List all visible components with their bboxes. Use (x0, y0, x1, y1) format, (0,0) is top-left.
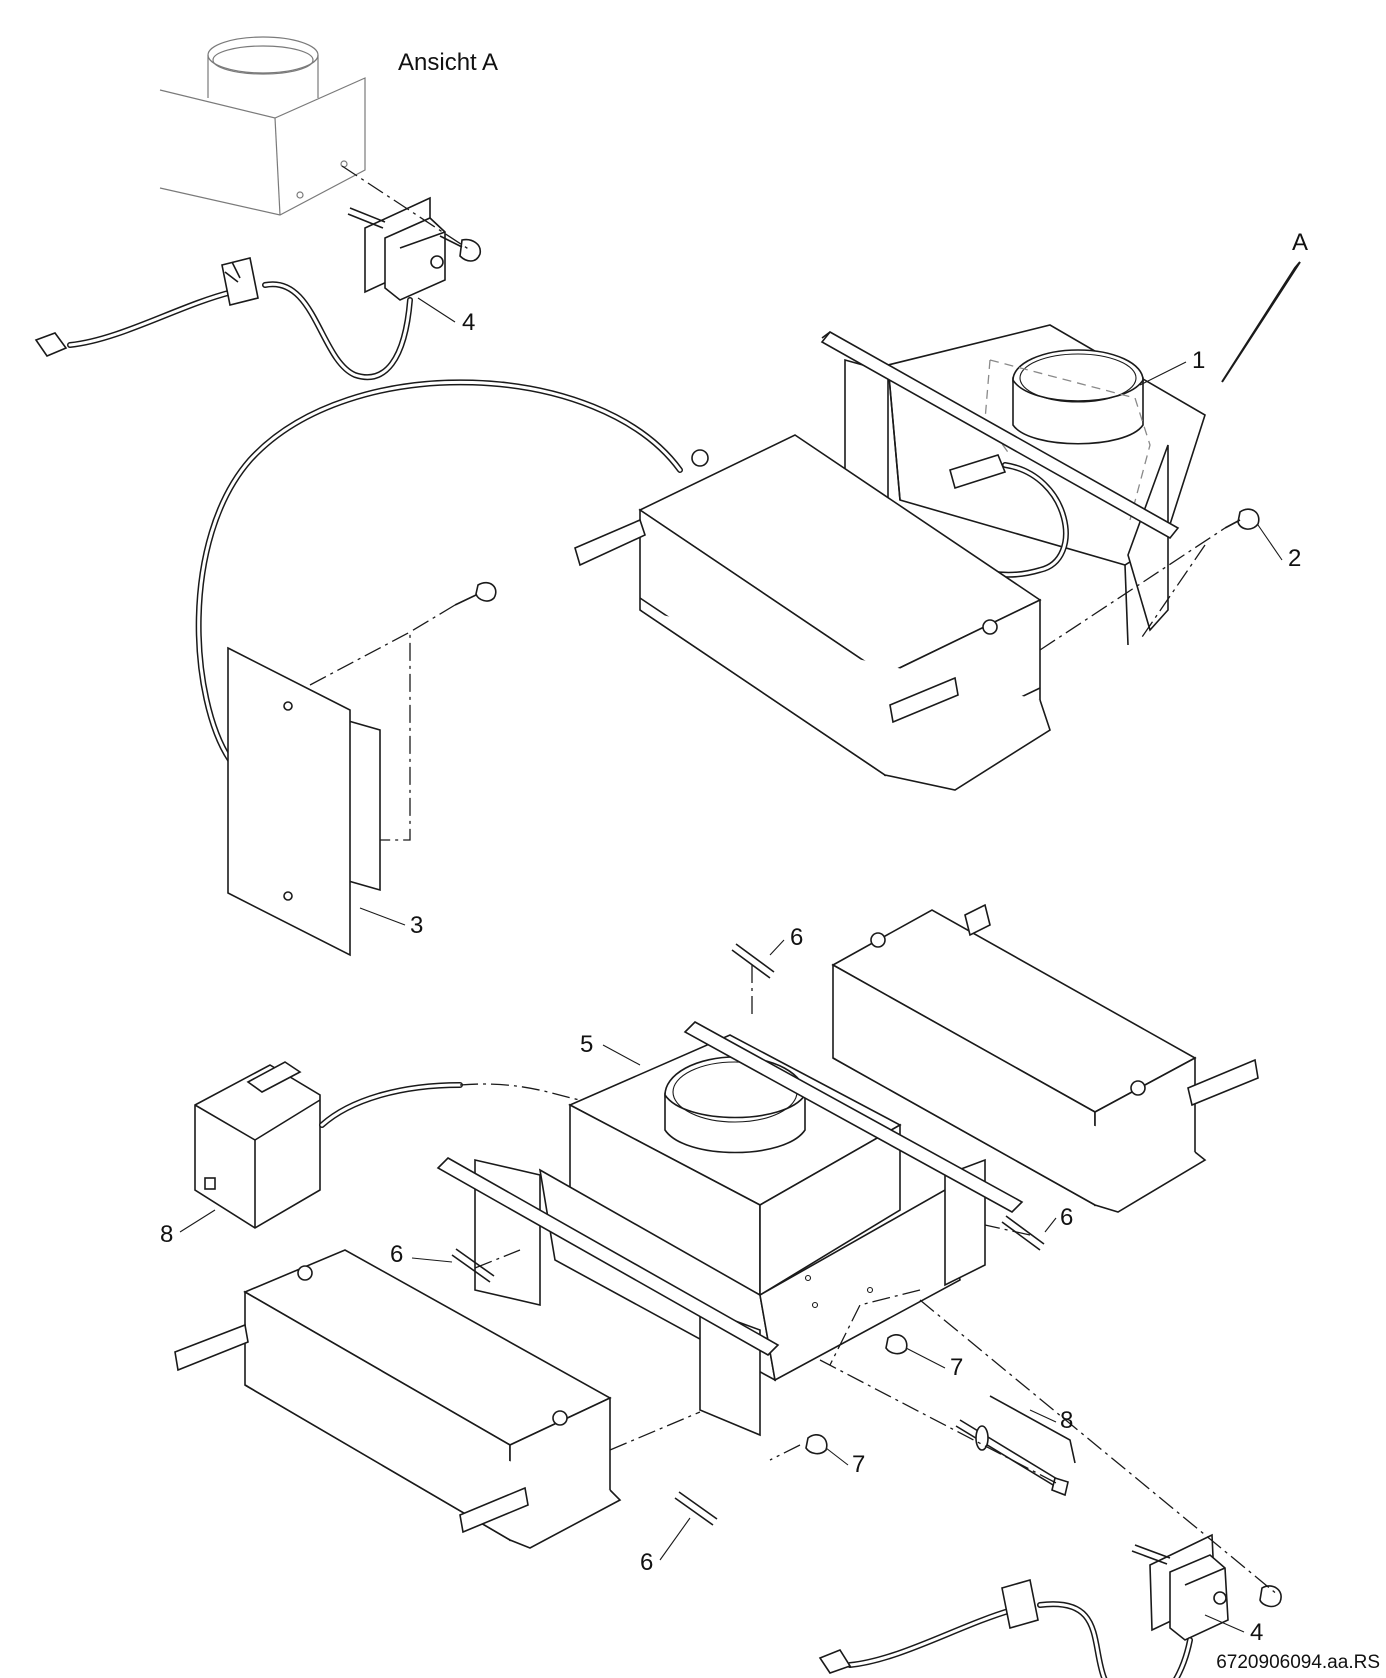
label-1: 1 (1192, 347, 1205, 374)
upper-cable-clip (949, 454, 1007, 490)
leader-2 (1257, 524, 1283, 561)
screws-part-7 (805, 1334, 908, 1455)
leader-4-bottom (1204, 1614, 1245, 1633)
upper-assembly: 1 2 3 (195, 324, 1301, 957)
label-8-rod: 8 (1060, 1407, 1073, 1434)
view-a-housing (159, 36, 366, 216)
wall-plate-part-3 (227, 646, 381, 957)
leader-7-left (825, 1447, 849, 1466)
screw-part-2 (1224, 508, 1260, 530)
rod-part-8 (955, 1395, 1076, 1497)
leader-8-box (179, 1209, 216, 1233)
leader-6-left (411, 1257, 453, 1263)
label-7-right: 7 (950, 1354, 963, 1381)
leader-8-rod (1029, 1409, 1057, 1423)
label-6-bottom: 6 (640, 1549, 653, 1576)
label-6-left: 6 (390, 1241, 403, 1268)
duct-adapter-part-1 (820, 324, 1206, 646)
view-a-title: Ansicht A (398, 49, 498, 76)
label-4-bottom: 4 (1250, 1619, 1263, 1646)
drawing-code: 6720906094.aa.RS (1216, 1652, 1380, 1673)
leader-5 (602, 1044, 641, 1066)
label-5: 5 (580, 1031, 593, 1058)
leader-6-top (769, 939, 785, 956)
view-a-cable (34, 257, 413, 381)
leader-7-right (905, 1347, 946, 1369)
lower-right-filter-box (831, 903, 1259, 1213)
leader-1 (1139, 361, 1187, 386)
leader-4-top (417, 297, 456, 323)
view-a-center-line (341, 165, 471, 251)
main-duct-part-5 (436, 1021, 1024, 1437)
view-a-screw (439, 235, 482, 262)
lower-assembly: 6 5 6 8 6 7 7 8 6 4 (160, 903, 1282, 1678)
leader-3 (359, 907, 406, 926)
view-marker-letter: A (1292, 229, 1308, 256)
leader-6-right (1044, 1217, 1057, 1233)
label-6-right: 6 (1060, 1204, 1073, 1231)
label-3: 3 (410, 912, 423, 939)
pins-part-6 (451, 943, 1045, 1526)
upper-center-lines (309, 527, 1226, 841)
label-8-box: 8 (160, 1221, 173, 1248)
label-2: 2 (1288, 545, 1301, 572)
view-a-marker: A (1221, 229, 1308, 383)
lower-left-filter-box (174, 1249, 622, 1549)
label-4-top: 4 (462, 309, 475, 336)
label-6-top: 6 (790, 924, 803, 951)
label-7-left: 7 (852, 1451, 865, 1478)
control-unit-part-8 (194, 1061, 321, 1229)
lower-cable-plug (818, 1649, 852, 1674)
wall-plate-screw (454, 581, 497, 606)
view-a-detail: Ansicht A 4 (34, 36, 498, 381)
upper-filter-box (574, 434, 1051, 791)
view-a-actuator (347, 196, 446, 301)
leader-6-bottom (659, 1517, 691, 1561)
lower-cable-clip (1001, 1578, 1039, 1630)
lower-center-lines (474, 965, 1279, 1596)
